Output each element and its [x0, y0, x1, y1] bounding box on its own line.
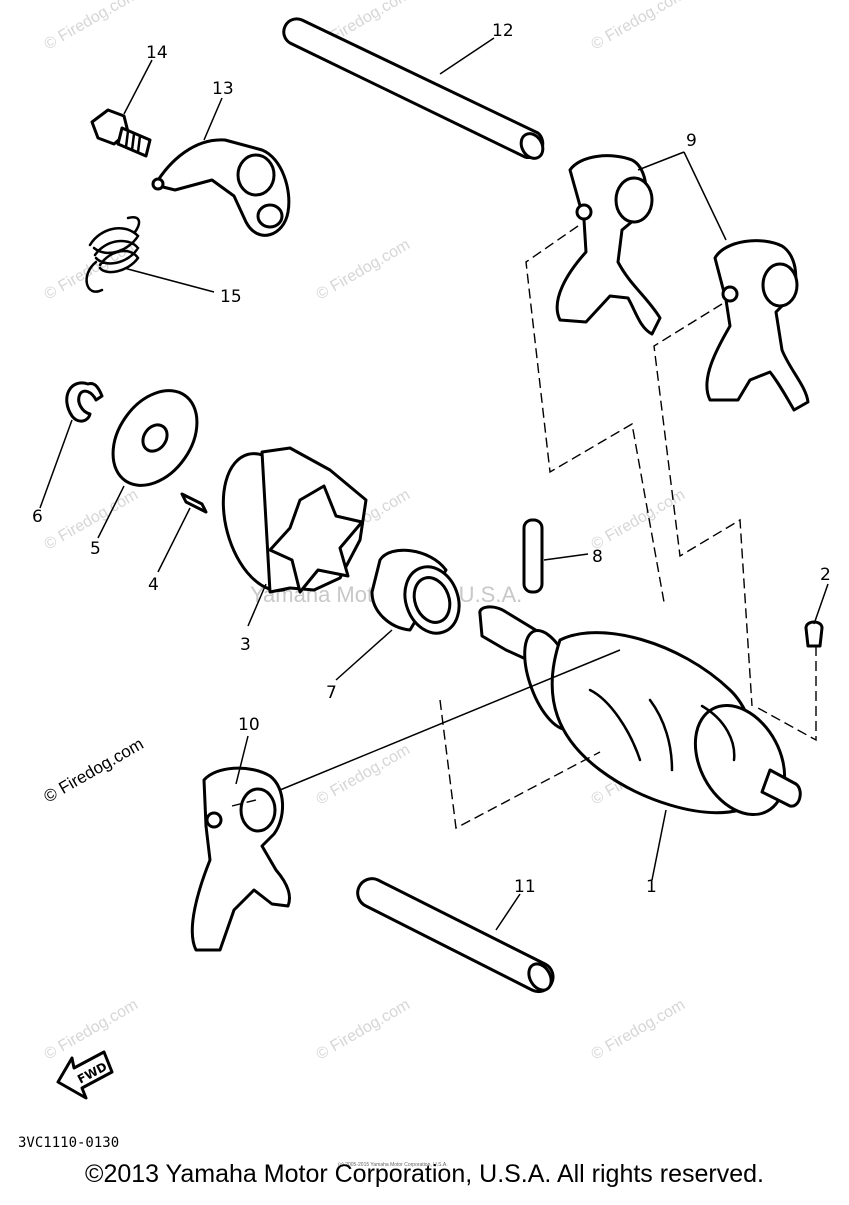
screw: [804, 620, 824, 648]
shift-drum-segment: [221, 446, 368, 594]
watermark: © Firedog.com: [314, 741, 414, 808]
watermark: © Firedog.com: [314, 236, 414, 303]
copyright-line: ©2013 Yamaha Motor Corporation, U.S.A. A…: [85, 1160, 764, 1188]
needle-bearing: [370, 548, 461, 635]
fine-print: (c) 2005-2015 Yamaha Motor Corporation, …: [338, 1162, 448, 1168]
fwd-arrow-icon: FWD: [56, 1050, 114, 1100]
callout-5: 5: [90, 539, 101, 559]
callout-15: 15: [220, 287, 242, 307]
bolt: [90, 108, 152, 158]
callout-13: 13: [212, 79, 234, 99]
dowel-pin: [180, 492, 208, 514]
callout-11: 11: [514, 877, 536, 897]
watermark: © Firedog.com: [589, 0, 689, 53]
drawing-code: 3VC1110-0130: [18, 1135, 119, 1151]
watermark: © Firedog.com: [42, 996, 142, 1063]
callout-8: 8: [592, 547, 603, 567]
watermark: © Firedog.com: [42, 236, 142, 303]
callout-labels: 1 2 3 4 5 6 7 8 9 10 11 12 13 14 15: [32, 21, 831, 897]
return-spring: [85, 216, 141, 293]
assembly-lines: [231, 225, 817, 830]
watermark: © Firedog.com: [314, 996, 414, 1063]
circlip: [65, 381, 104, 423]
callout-3: 3: [240, 635, 251, 655]
guide-bar-lower: [356, 877, 555, 994]
guide-pin: [522, 518, 544, 594]
callout-10: 10: [238, 715, 260, 735]
shift-fork-lower: [190, 766, 291, 952]
leader-lines: [39, 37, 829, 931]
callout-12: 12: [492, 21, 514, 41]
shift-fork-upper-right: [705, 239, 810, 412]
callout-1: 1: [646, 877, 657, 897]
callout-14: 14: [146, 43, 168, 63]
watermark: © Firedog.com: [42, 0, 142, 53]
dark-watermark: © Firedog.com: [41, 734, 147, 806]
callout-4: 4: [148, 575, 159, 595]
callout-9: 9: [686, 131, 697, 151]
shift-drum: [478, 605, 802, 817]
callout-7: 7: [326, 683, 337, 703]
guide-bar-upper: [282, 17, 545, 160]
shift-lever: [151, 138, 291, 237]
washer: [111, 389, 199, 487]
callout-6: 6: [32, 507, 43, 527]
callout-2: 2: [820, 565, 831, 585]
watermark: © Firedog.com: [589, 996, 689, 1063]
shift-fork-upper-left: [555, 154, 662, 336]
svg-text:© Firedog.com: © Firedog.com: [41, 734, 147, 806]
